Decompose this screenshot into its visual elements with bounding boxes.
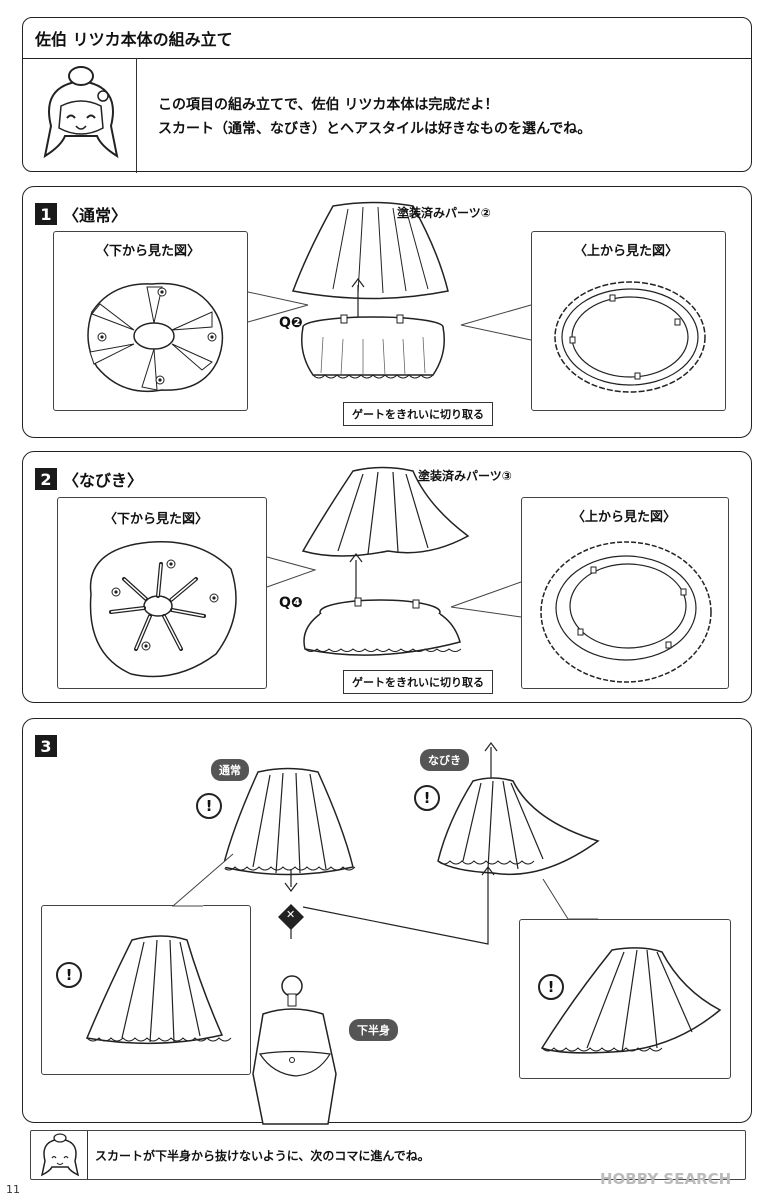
assembly-arrow-up — [351, 278, 365, 319]
warning-icon-flowing: ! — [414, 785, 440, 811]
flowing-skirt-bottom-view-illustration — [89, 541, 237, 678]
step-1-part-label: 塗装済みパーツ② — [397, 206, 491, 220]
footer-avatar — [40, 1133, 80, 1177]
step-2-number: 2 — [35, 468, 57, 490]
warning-icon-detail-left: ! — [56, 962, 82, 988]
callout-pointer-left — [247, 291, 309, 323]
page-title: 佐伯 リツカ本体の組み立て — [35, 30, 233, 49]
step-2-gate-note: ゲートをきれいに切り取る — [343, 670, 493, 694]
step-2-bottom-view-caption: 〈下から見た図〉 — [104, 512, 209, 527]
callout-pointer-step3-left — [171, 853, 234, 907]
step-2-top-view-caption: 〈上から見た図〉 — [572, 510, 677, 525]
flowing-ruffle-base-illustration — [303, 597, 462, 656]
skirt-normal-part-illustration — [291, 201, 449, 300]
step-1-bottom-view-box: 〈下から見た図〉 — [53, 231, 248, 411]
flowing-skirt-top-view-illustration — [540, 541, 712, 683]
callout-pointer-right — [460, 304, 532, 341]
step-1-top-view-caption: 〈上から見た図〉 — [574, 244, 679, 259]
skirt-top-view-illustration — [554, 281, 706, 393]
intro-text-line-2: スカート（通常、なびき）とヘアスタイルは好きなものを選んでね。 — [158, 121, 592, 137]
warning-icon-normal: ! — [196, 793, 222, 819]
step-1-title: 〈通常〉 — [63, 206, 128, 225]
title-divider — [23, 58, 751, 59]
step-1-panel: 1 〈通常〉 〈下から見た図〉 塗装済みパーツ② Q❷ ゲートをきれいに切り取る — [22, 186, 752, 438]
step-3-number: 3 — [35, 735, 57, 757]
step-2-title: 〈なびき〉 — [63, 471, 144, 490]
normal-skirt-label: 通常 — [211, 759, 249, 781]
avatar-divider — [136, 58, 137, 173]
intro-text-line-1: この項目の組み立てで、佐伯 リツカ本体は完成だよ！ — [158, 97, 499, 113]
choice-diamond-icon — [278, 904, 304, 930]
normal-skirt-detail-illustration — [85, 935, 232, 1045]
callout-pointer-left-2 — [266, 556, 317, 588]
step-1-bottom-view-caption: 〈下から見た図〉 — [96, 244, 201, 259]
warning-icon-detail-right: ! — [538, 974, 564, 1000]
flowing-skirt-label: なびき — [420, 749, 469, 771]
flowing-skirt-illustration — [437, 742, 600, 876]
callout-pointer-right-2 — [450, 581, 522, 618]
character-avatar — [43, 66, 119, 159]
step-1-q-label: Q❷ — [279, 315, 303, 331]
step-1-top-view-box: 〈上から見た図〉 — [531, 231, 726, 411]
hobby-search-watermark: HOBBY SEARCH — [600, 1170, 731, 1188]
choice-diamond-symbol: ✕ — [286, 908, 296, 921]
step-1-number: 1 — [35, 203, 57, 225]
step-1-gate-note: ゲートをきれいに切り取る — [343, 402, 493, 426]
skirt-bottom-view-illustration — [87, 282, 224, 393]
footer-divider — [87, 1131, 88, 1179]
step-2-top-view-box: 〈上から見た図〉 — [521, 497, 729, 689]
lower-body-illustration — [252, 975, 337, 1125]
intro-panel: 佐伯 リツカ本体の組み立て この項目の組み立てで、佐伯 リツカ本体は完成だよ！ … — [22, 17, 752, 173]
footer-note-box: スカートが下半身から抜けないように、次のコマに進んでね。 — [30, 1130, 746, 1180]
page-number: 11 — [6, 1183, 20, 1196]
step-2-part-label: 塗装済みパーツ③ — [418, 469, 512, 483]
step-3-flowing-detail-box: ! — [519, 919, 731, 1079]
step-3-panel: 3 通常 ! なびき ! ✕ 下半身 ! — [22, 718, 752, 1125]
normal-skirt-illustration — [222, 767, 356, 876]
flowing-skirt-detail-illustration — [540, 947, 722, 1054]
step-2-q-label: Q❹ — [279, 595, 303, 611]
step-3-normal-detail-box: ! — [41, 905, 251, 1075]
footer-note-text: スカートが下半身から抜けないように、次のコマに進んでね。 — [95, 1149, 430, 1163]
skirt-flowing-part-illustration — [301, 466, 470, 557]
step-2-bottom-view-box: 〈下から見た図〉 — [57, 497, 267, 689]
callout-pointer-step3-right — [542, 878, 598, 920]
lower-body-label: 下半身 — [349, 1019, 398, 1041]
step-2-panel: 2 〈なびき〉 〈下から見た図〉 塗装済みパーツ③ Q❹ ゲートをきれいに切り取… — [22, 451, 752, 703]
skirt-ruffle-base-illustration — [301, 314, 445, 379]
watermark-text: HOBBY SEARCH — [600, 1170, 732, 1188]
assembly-arrow-up-2 — [349, 553, 363, 604]
